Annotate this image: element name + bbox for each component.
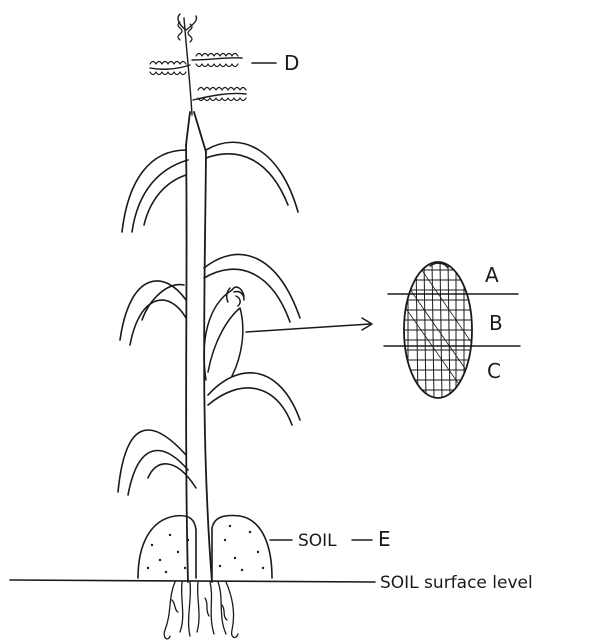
leaves: [118, 142, 300, 495]
roots: [164, 582, 238, 639]
ear-on-stem: [204, 287, 244, 380]
label-c: C: [487, 359, 501, 383]
stem: [186, 112, 212, 582]
soil-mound-right: [212, 516, 272, 579]
label-e: E: [378, 527, 391, 551]
ear-arrow: [246, 318, 372, 332]
label-soil: SOIL: [298, 531, 337, 551]
soil-surface-line: [10, 580, 375, 582]
tassel: [150, 14, 246, 115]
label-b: B: [489, 311, 503, 335]
label-d: D: [284, 51, 299, 75]
cob-section: [400, 260, 480, 400]
label-a: A: [485, 263, 499, 287]
label-soil-surface: SOIL surface level: [380, 573, 533, 593]
